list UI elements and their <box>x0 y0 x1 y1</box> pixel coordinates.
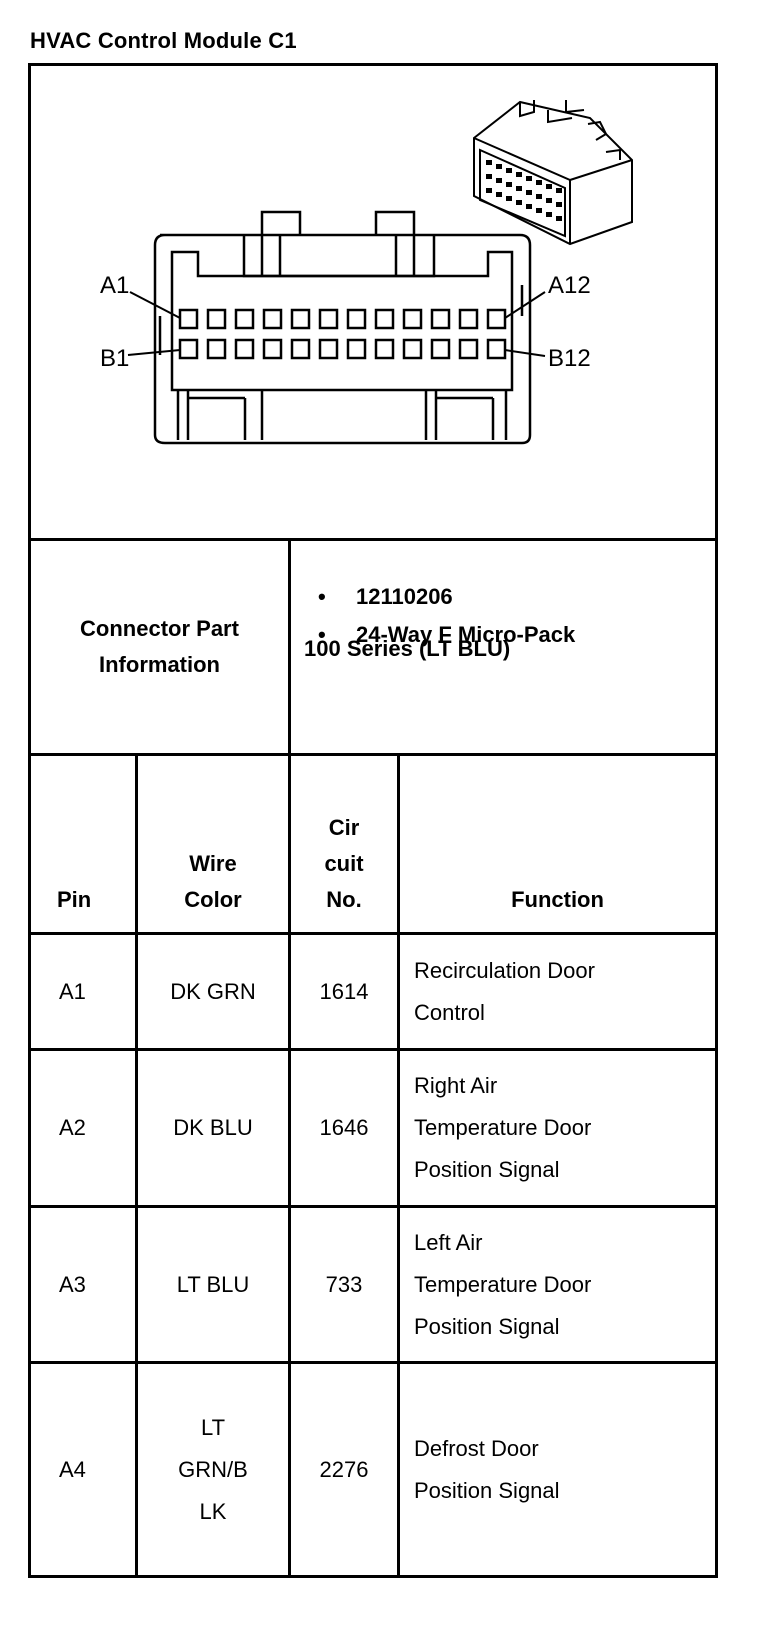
divider-diagram <box>28 538 718 541</box>
pin-label-a1: A1 <box>100 272 130 299</box>
table-row-a2-wire: DK BLU <box>173 1115 253 1140</box>
part-description-line2: 100 Series (LT BLU) <box>304 636 511 661</box>
pin-label-b1: B1 <box>100 345 130 372</box>
table-row-a4-wire: LT GRN/B LK <box>178 1414 248 1524</box>
part-info-heading-line1: Connector Part <box>80 616 239 641</box>
divider-header <box>28 932 718 935</box>
table-row-a4-circuit: 2276 <box>319 1456 369 1482</box>
divider-part-info <box>28 753 718 756</box>
divider-pin-column <box>135 753 138 1578</box>
part-info-heading: Connector Part Information <box>31 541 288 753</box>
connector-isometric-icon <box>473 100 633 246</box>
header-function: Function <box>511 887 604 912</box>
table-row-a1-pin: A1 <box>59 978 86 1004</box>
divider-row-a1 <box>28 1048 718 1051</box>
header-wire-color: Wire Color <box>184 851 242 912</box>
divider-circuit-column <box>397 753 400 1578</box>
table-row-a2-circuit: 1646 <box>319 1115 369 1140</box>
table-row-a4-function: Defrost Door Position Signal <box>414 1435 560 1503</box>
header-pin: Pin <box>57 887 92 912</box>
table-row-a1-circuit: 1614 <box>319 978 369 1004</box>
divider-row-a3 <box>28 1361 718 1364</box>
part-info-details: •12110206 •24-Way F Micro-Pack <box>318 578 575 654</box>
table-row-a2-pin: A2 <box>59 1115 86 1140</box>
header-circuit-number: Cir cuit No. <box>324 815 364 912</box>
pin-label-a12: A12 <box>548 272 591 299</box>
pin-label-b12: B12 <box>548 345 591 372</box>
table-row-a3-wire: LT BLU <box>176 1271 250 1297</box>
table-row-a4-pin: A4 <box>59 1456 86 1482</box>
part-description: 24-Way F Micro-Pack <box>356 622 576 647</box>
page-title: HVAC Control Module C1 <box>30 28 297 53</box>
table-row-a1-function: Recirculation Door Control <box>414 957 595 1025</box>
part-info-heading-line2: Information <box>99 652 220 677</box>
connector-face-diagram <box>127 100 633 445</box>
table-row-a3-function: Left Air Temperature Door Position Signa… <box>414 1229 592 1339</box>
divider-info-column <box>288 538 291 1578</box>
table-row-a3-circuit: 733 <box>325 1271 363 1297</box>
table-row-a3-pin: A3 <box>59 1271 86 1297</box>
part-number: 12110206 <box>356 584 453 609</box>
connector-table-frame <box>28 63 718 1578</box>
table-row-a2-function: Right Air Temperature Door Position Sign… <box>414 1073 592 1182</box>
table-row-a1-wire: DK GRN <box>170 978 256 1004</box>
divider-row-a2 <box>28 1205 718 1208</box>
